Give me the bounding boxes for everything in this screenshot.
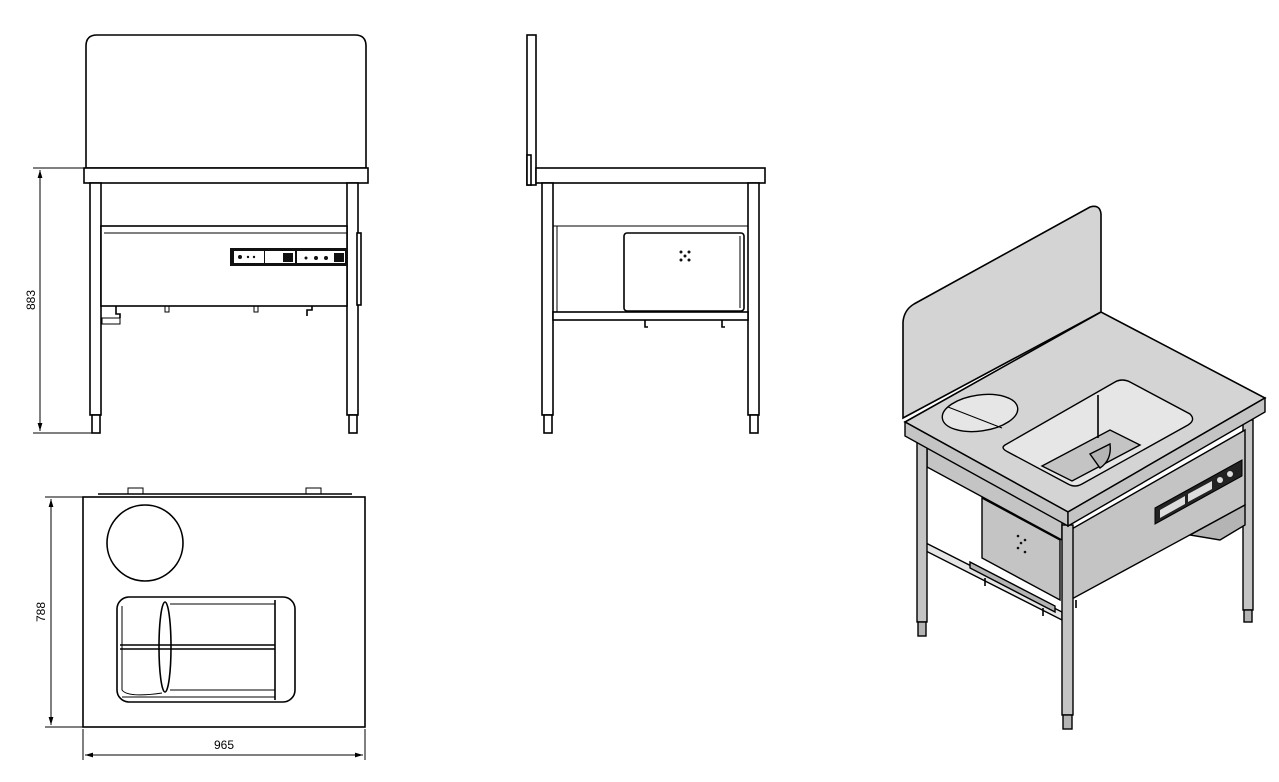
backsplash [902,205,1102,420]
drawer-box [981,496,1061,602]
control-panel [230,248,347,266]
isometric-view [902,205,1267,730]
left-leg [541,182,554,416]
right-leg [747,182,760,416]
right-foot [348,414,358,434]
waste-chute-opening [941,393,1019,433]
dimension-width: 965 [214,738,234,752]
front-view: 883 [24,34,369,434]
side-panel [356,232,362,306]
backsplash [85,34,367,169]
rail [552,311,749,321]
countertop [535,167,766,184]
countertop-plan [82,496,366,728]
drawer-box [623,232,745,312]
dimension-height: 883 [24,290,38,310]
control-panel [1154,459,1243,525]
dimension-depth: 788 [34,602,48,622]
side-view [526,34,766,434]
top-view: 788 965 [34,487,366,760]
waste-chute-opening [106,504,184,582]
left-leg [89,182,102,416]
countertop [83,167,369,184]
left-foot [91,414,101,434]
slot-opening [116,596,296,703]
